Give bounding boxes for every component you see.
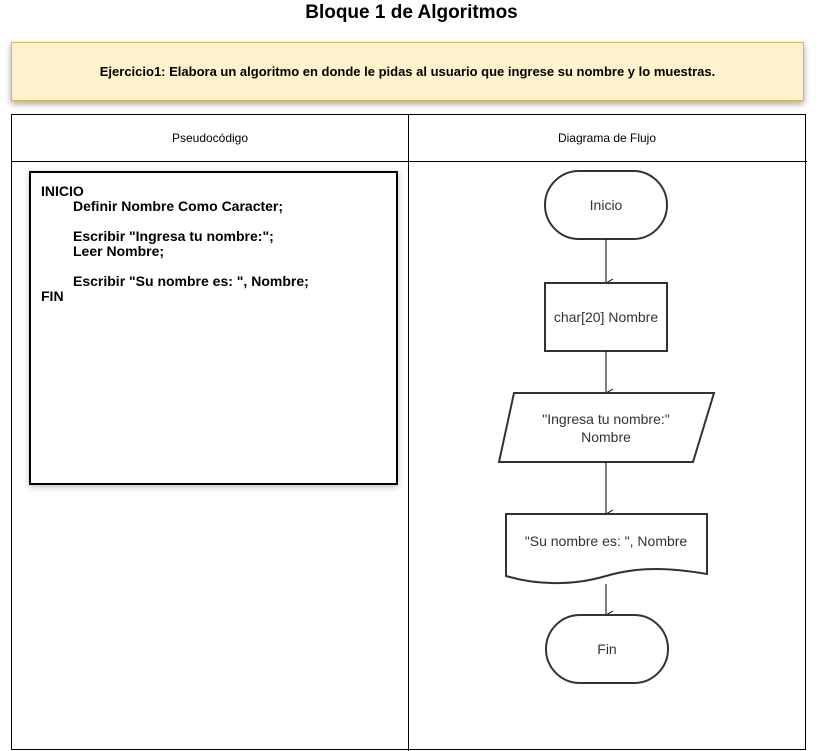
code-line-definir: Definir Nombre Como Caracter; — [73, 198, 284, 214]
start-label: Inicio — [590, 197, 623, 213]
input-label-line1: "Ingresa tu nombre:" — [542, 411, 669, 427]
code-line-inicio: INICIO — [41, 183, 84, 199]
exercise-text: Ejercicio1: Elabora un algoritmo en dond… — [99, 64, 716, 79]
code-line-leer: Leer Nombre; — [73, 243, 165, 259]
code-line-fin: FIN — [41, 288, 64, 304]
algorithm-table: Pseudocódigo Diagrama de Flujo INICIO De… — [11, 114, 807, 751]
end-node: Fin — [545, 614, 669, 684]
code-line-escribir-prompt: Escribir "Ingresa tu nombre:"; — [73, 228, 274, 244]
input-label-line2: Nombre — [581, 429, 631, 445]
declaration-label: char[20] Nombre — [554, 309, 658, 325]
column-divider — [408, 115, 409, 751]
output-node: "Su nombre es: ", Nombre — [505, 513, 708, 585]
start-node: Inicio — [544, 170, 668, 240]
page-title: Bloque 1 de Algoritmos — [305, 2, 518, 23]
pseudocode-box: INICIO Definir Nombre Como Caracter; Esc… — [29, 171, 398, 485]
declaration-node: char[20] Nombre — [544, 282, 668, 352]
end-label: Fin — [597, 641, 616, 657]
header-divider — [12, 161, 807, 162]
input-node: "Ingresa tu nombre:" Nombre — [497, 392, 716, 463]
exercise-note: Ejercicio1: Elabora un algoritmo en dond… — [11, 42, 804, 101]
output-label: "Su nombre es: ", Nombre — [525, 533, 688, 549]
header-flowchart: Diagrama de Flujo — [557, 131, 657, 145]
code-line-escribir-result: Escribir "Su nombre es: ", Nombre; — [73, 273, 309, 289]
header-pseudocode: Pseudocódigo — [171, 131, 249, 145]
